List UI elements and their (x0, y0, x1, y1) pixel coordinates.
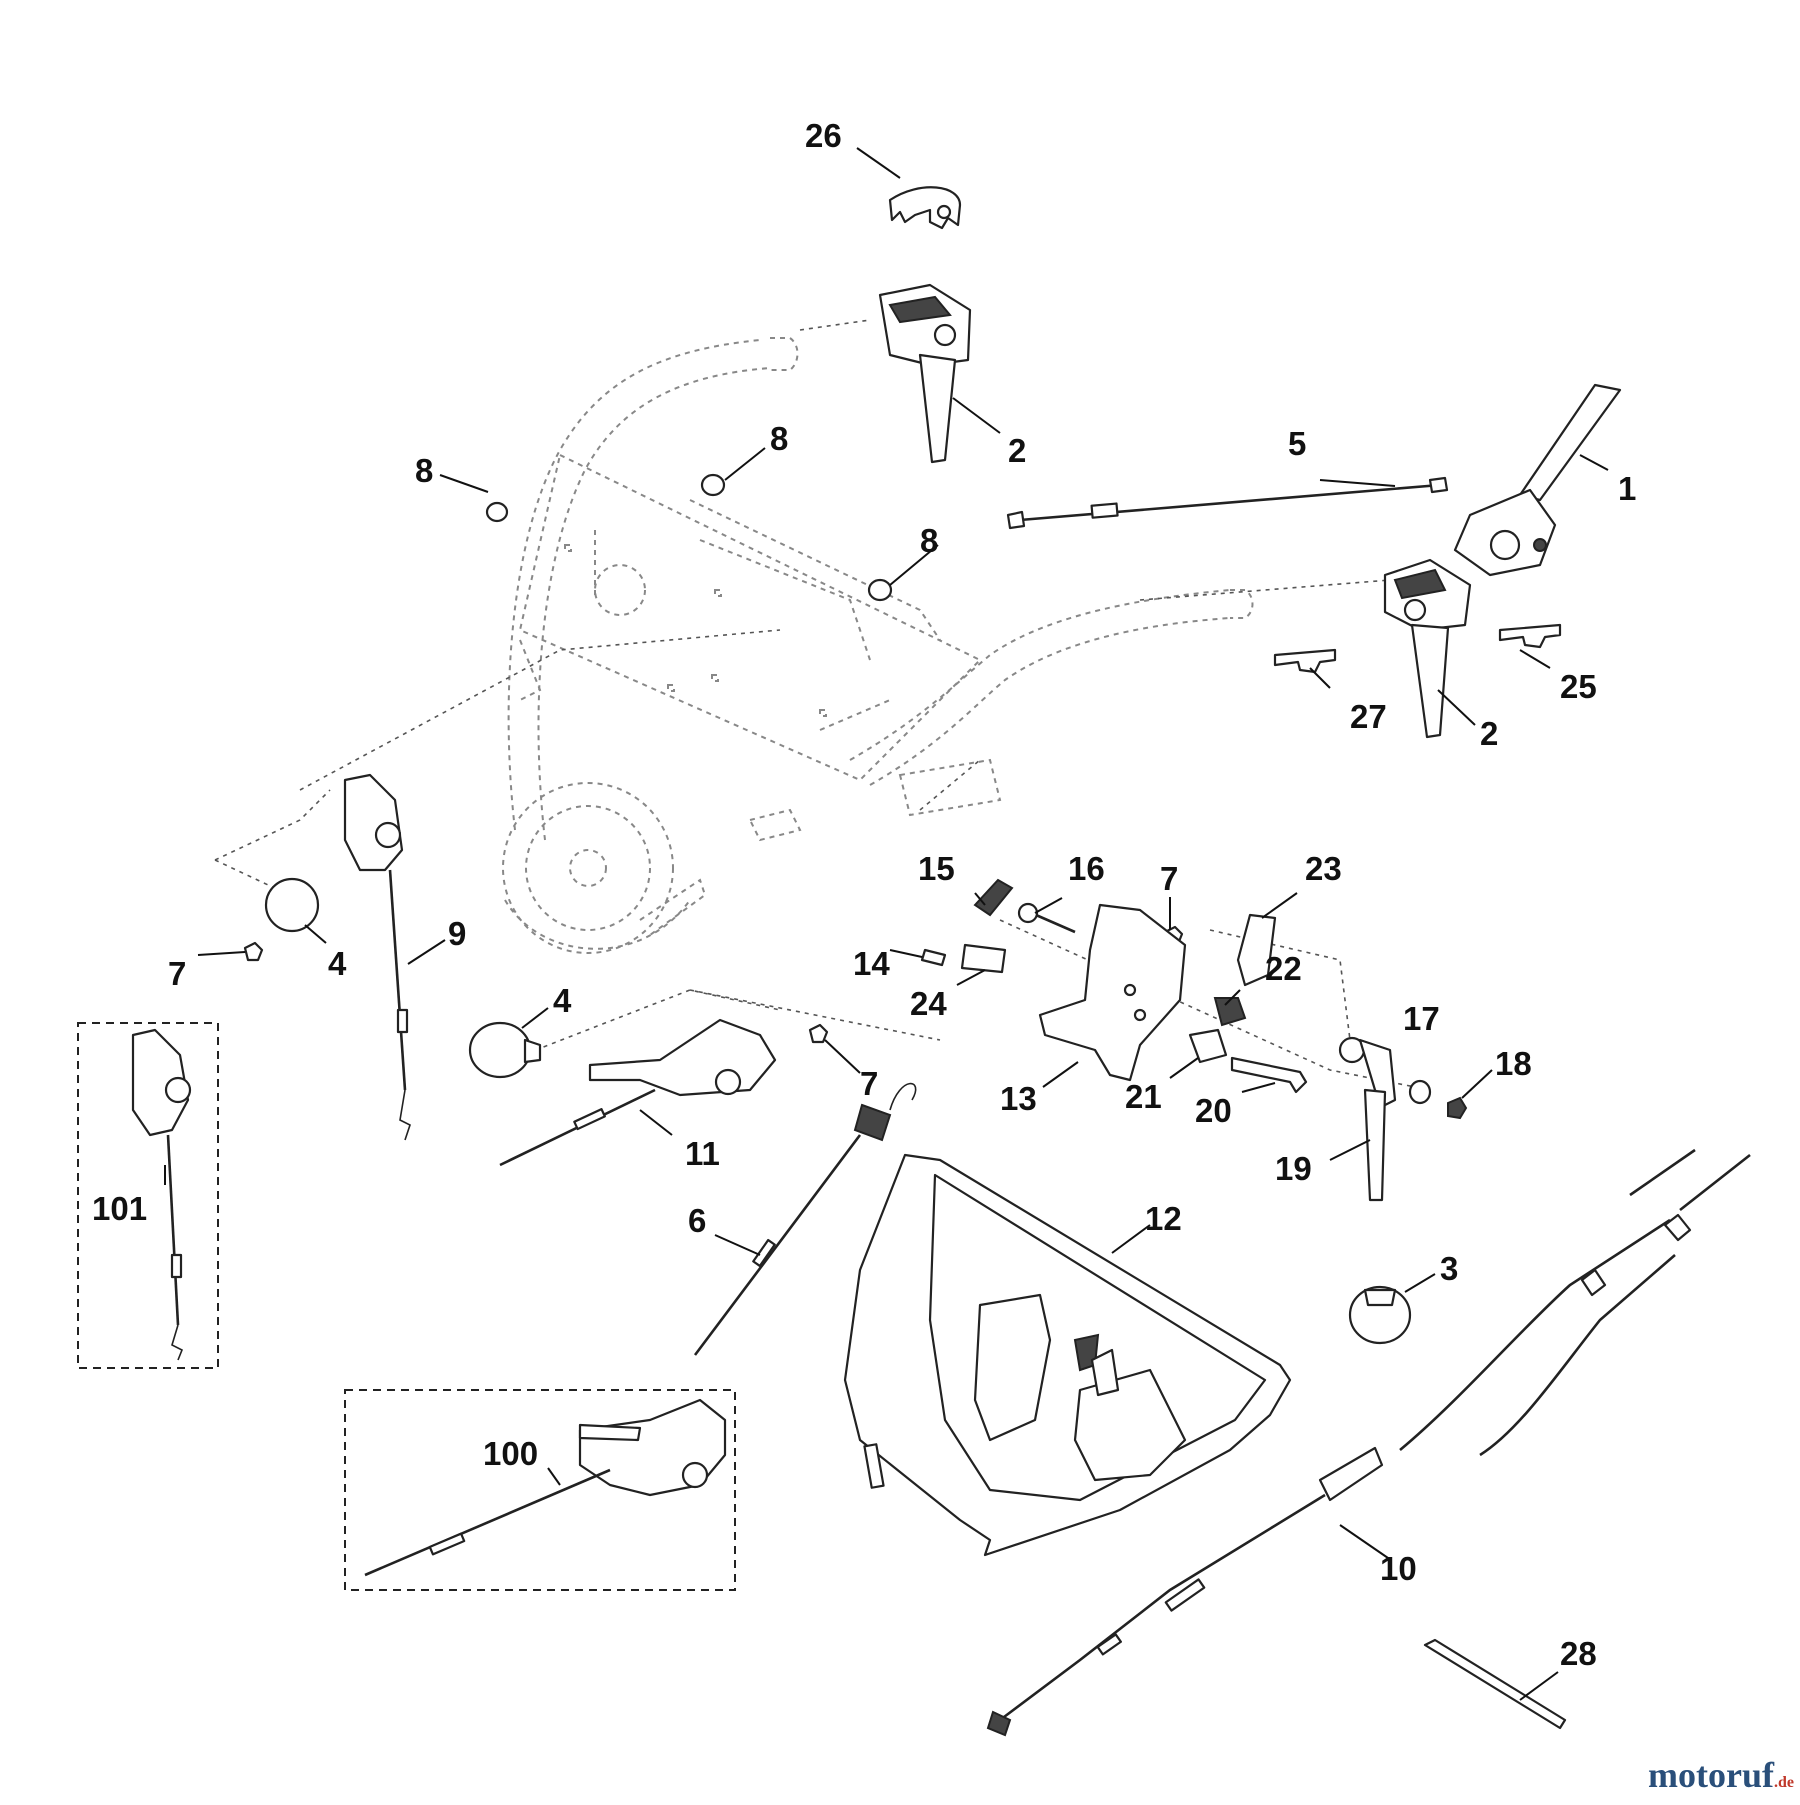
part-5-cable[interactable] (1006, 476, 1449, 530)
part-19-arm[interactable] (1338, 1036, 1397, 1202)
handle-frame-ghost (502, 337, 1254, 954)
callout-5: 5 (1288, 425, 1306, 462)
callout-101: 101 (92, 1190, 147, 1227)
callout-21: 21 (1125, 1078, 1162, 1115)
callout-17: 17 (1403, 1000, 1440, 1037)
callout-11: 11 (685, 1135, 720, 1172)
callout-28: 28 (1560, 1635, 1597, 1672)
callout-3: 3 (1440, 1250, 1458, 1287)
callout-100: 100 (483, 1435, 538, 1472)
callout-10: 10 (1380, 1550, 1417, 1587)
callout-24: 24 (910, 985, 947, 1022)
part-23-latch[interactable] (1236, 913, 1277, 987)
part-10-dual-cable[interactable] (986, 1148, 1751, 1737)
callout-18: 18 (1495, 1045, 1532, 1082)
assembly-axes (214, 319, 1431, 1091)
callout-4-left: 4 (328, 945, 347, 982)
leader-lines (164, 147, 1609, 1701)
callout-8-right: 8 (920, 522, 938, 559)
part-2-lever-right[interactable] (1383, 558, 1472, 739)
callout-15: 15 (918, 850, 955, 887)
part-9-cable-bracket[interactable] (343, 773, 411, 1141)
callout-7-mid: 7 (860, 1065, 878, 1102)
callout-20: 20 (1195, 1092, 1232, 1129)
callout-13: 13 (1000, 1080, 1037, 1117)
part-12-cover[interactable] (843, 1153, 1292, 1557)
callout-16: 16 (1068, 850, 1105, 887)
part-25-bracket[interactable] (1498, 623, 1562, 649)
part-20-link[interactable] (1230, 1056, 1308, 1094)
part-1-handle[interactable] (1453, 383, 1622, 577)
part-13-bracket[interactable] (1038, 903, 1187, 1082)
callout-1: 1 (1618, 470, 1636, 507)
callout-7-right: 7 (1160, 860, 1178, 897)
part-15-spring[interactable] (973, 878, 1014, 917)
part-24-clamp[interactable] (960, 943, 1007, 974)
callout-22: 22 (1265, 950, 1302, 987)
part-3-knob[interactable] (1348, 1285, 1412, 1345)
watermark-name: motoruf (1648, 1755, 1774, 1795)
callout-2-right: 2 (1480, 715, 1498, 752)
callout-23: 23 (1305, 850, 1342, 887)
part-17-washer[interactable] (1408, 1079, 1432, 1105)
callout-2-top: 2 (1008, 432, 1026, 469)
part-16-bolt[interactable] (1017, 902, 1076, 934)
part-6-spring-cable[interactable] (693, 1082, 917, 1356)
callout-labels: 1 2 2 3 4 4 5 6 7 7 7 8 8 8 9 10 11 12 1… (92, 117, 1636, 1672)
callout-19: 19 (1275, 1150, 1312, 1187)
part-4-knob-mid[interactable] (468, 1021, 542, 1079)
part-14-screw[interactable] (920, 948, 947, 967)
callout-7-left: 7 (168, 955, 186, 992)
watermark-tld: .de (1774, 1774, 1794, 1791)
part-21-cam[interactable] (1188, 1028, 1228, 1064)
callout-12: 12 (1145, 1200, 1182, 1237)
part-4-knob-left[interactable] (264, 877, 320, 933)
callout-14: 14 (853, 945, 890, 982)
part-8-plugs[interactable] (485, 473, 893, 602)
callout-27: 27 (1350, 698, 1387, 735)
part-28-strap[interactable] (1423, 1638, 1567, 1730)
part-11-lever-cable[interactable] (499, 1018, 777, 1167)
callout-26: 26 (805, 117, 842, 154)
callout-6: 6 (688, 1202, 706, 1239)
callout-8-mid: 8 (770, 420, 788, 457)
callout-25: 25 (1560, 668, 1597, 705)
part-18-nut[interactable] (1447, 1096, 1468, 1120)
part-27-bracket[interactable] (1273, 648, 1337, 674)
part-26-clip[interactable] (888, 186, 962, 230)
part-2-lever-top[interactable] (878, 283, 972, 464)
callout-9: 9 (448, 915, 466, 952)
part-101-alt-assembly[interactable] (77, 1022, 219, 1369)
watermark-logo: motoruf.de (1648, 1754, 1794, 1796)
callout-8-left: 8 (415, 452, 433, 489)
part-100-alt-assembly[interactable] (344, 1389, 736, 1591)
part-22-bushing[interactable] (1213, 997, 1247, 1027)
callout-4-mid: 4 (553, 982, 572, 1019)
